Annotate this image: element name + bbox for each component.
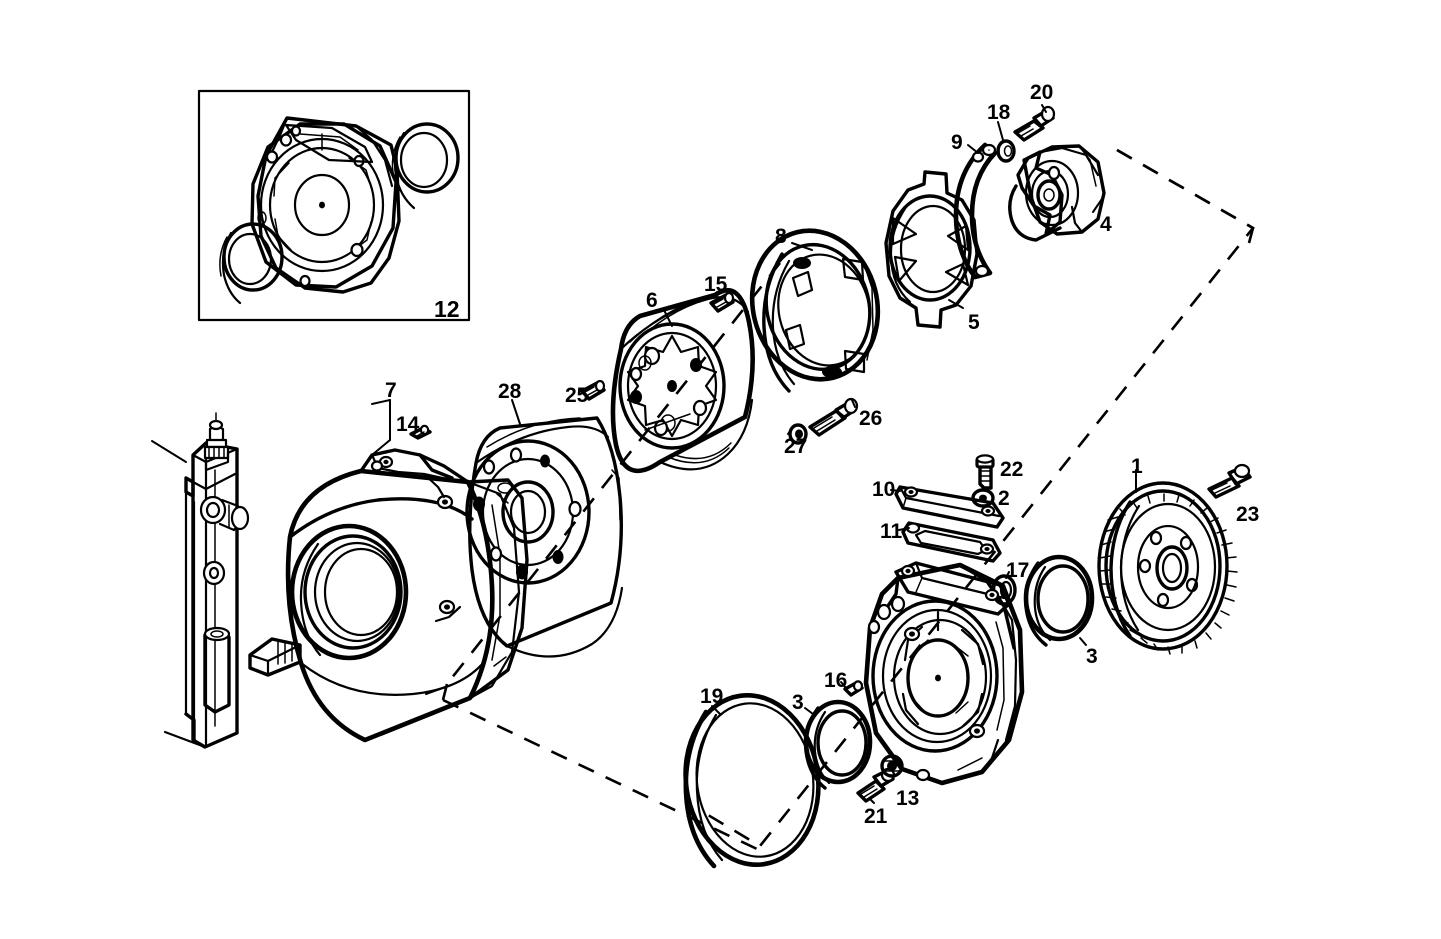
bracket-shaft — [248, 637, 302, 677]
inset-detail-box — [197, 89, 471, 322]
callout-2: 2 — [998, 487, 1010, 510]
part-15-dowel-pin — [709, 291, 735, 313]
callout-9: 9 — [951, 131, 963, 154]
part-20-screw — [1013, 104, 1056, 142]
callout-18: 18 — [987, 101, 1011, 124]
callout-22: 22 — [1000, 458, 1024, 481]
callout-3-lower: 3 — [792, 691, 804, 714]
part-10-cover-plate — [890, 485, 1005, 529]
callout-8: 8 — [775, 225, 787, 248]
callout-11: 11 — [880, 520, 903, 543]
callout-13: 13 — [896, 787, 920, 810]
callout-19: 19 — [700, 685, 724, 708]
callout-15: 15 — [704, 273, 728, 296]
callout-7: 7 — [385, 379, 397, 402]
part-7-front-housing — [285, 399, 529, 743]
part-26-valve-plunger — [808, 397, 859, 437]
part-4-end-cover — [1008, 144, 1106, 242]
part-16-pin — [840, 680, 864, 697]
part-25-dowel-pin — [580, 379, 606, 401]
part-11-cover-gasket — [898, 521, 1002, 563]
part-19-large-oring — [683, 693, 821, 869]
inset-seal-ring-top — [391, 122, 460, 210]
callout-10: 10 — [872, 478, 896, 501]
rear-housing — [863, 561, 1025, 786]
callout-17: 17 — [1006, 559, 1030, 582]
part-18-washer — [996, 121, 1016, 163]
callout-12: 12 — [434, 296, 460, 322]
callout-28: 28 — [498, 380, 522, 403]
lower-cylinder — [203, 626, 231, 714]
part-6-rotor — [610, 288, 755, 474]
bracket-lead — [425, 685, 449, 695]
part-2-washer — [971, 488, 995, 508]
part-8-cam-ring — [749, 228, 881, 393]
inset-housing — [219, 116, 460, 305]
callout-4: 4 — [1100, 213, 1112, 236]
assembly-plane-dashed — [441, 148, 1255, 851]
part-1-drive-gear — [1097, 469, 1238, 655]
part-27-ball — [787, 423, 808, 445]
callout-23: 23 — [1236, 503, 1260, 526]
callout-5: 5 — [968, 311, 980, 334]
callout-25: 25 — [565, 384, 589, 407]
callout-20: 20 — [1030, 81, 1054, 104]
callout-27: 27 — [784, 435, 808, 458]
top-fitting — [203, 412, 230, 472]
part-28-pulley-hub — [465, 399, 624, 658]
inset-seal-ring-bottom — [219, 222, 284, 305]
mounting-bracket — [151, 412, 302, 749]
part-3-seal-ring-upper — [1023, 554, 1095, 647]
part-5-carrier — [884, 170, 979, 329]
part-14-dowel-pin — [409, 424, 432, 440]
mid-fitting — [199, 495, 250, 532]
callout-3-upper: 3 — [1086, 645, 1098, 668]
callout-1: 1 — [1131, 455, 1143, 478]
callout-21: 21 — [864, 805, 888, 828]
callout-6: 6 — [646, 289, 658, 312]
part-22-bolt — [975, 454, 995, 490]
part-3-seal-ring-lower — [803, 699, 873, 790]
callout-26: 26 — [859, 407, 883, 430]
part-9-snap-ring — [953, 142, 998, 280]
part-23-bolt — [1207, 463, 1252, 499]
callout-16: 16 — [824, 669, 848, 692]
callout-14: 14 — [396, 413, 420, 436]
